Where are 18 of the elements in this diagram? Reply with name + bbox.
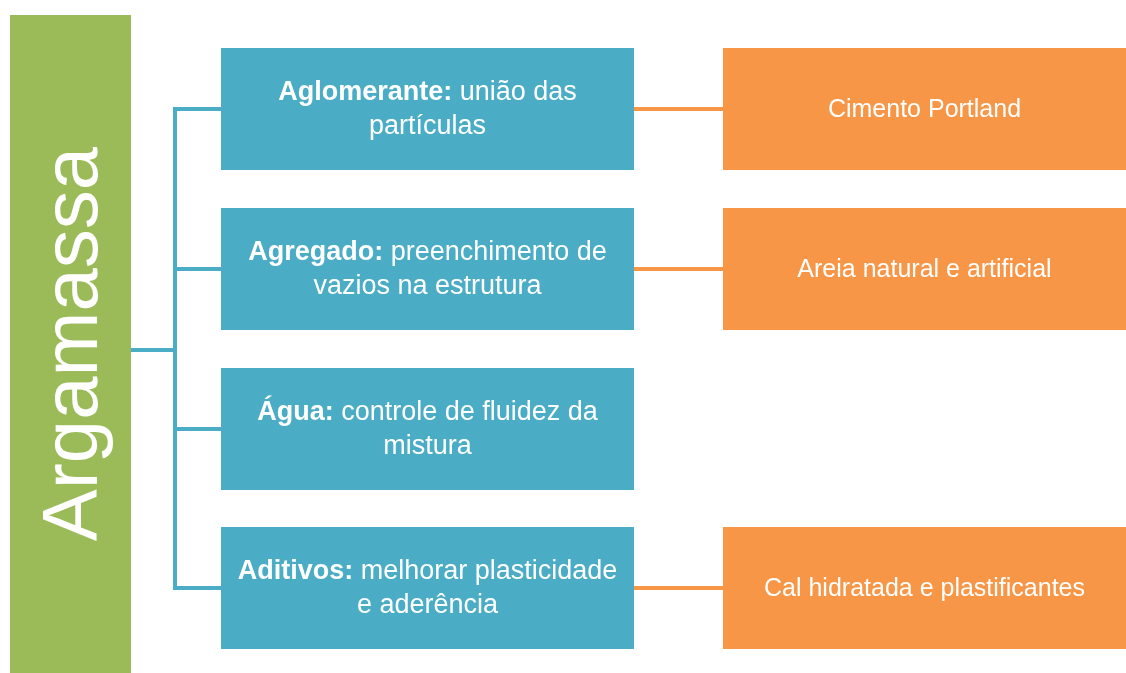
box-text: Água: controle de fluidez da mistura [256,395,599,462]
component-box [221,208,634,330]
connector-line [634,267,723,271]
box-text: Aditivos: melhorar plasticidade e aderência [236,554,619,621]
box-text: Aglomerante: união das partículas [277,75,578,142]
material-box [723,48,1126,170]
material-box [723,208,1126,330]
box-text: Areia natural e artificial [796,253,1053,285]
component-box [221,48,634,170]
material-box [723,527,1126,649]
title-bar [10,15,131,673]
component-box [221,527,634,649]
box-text: Cimento Portland [826,93,1023,125]
connector-line [634,107,723,111]
component-box [221,368,634,490]
connector-line [634,586,723,590]
box-text: Agregado: preenchimento de vazios na estrutura [247,235,608,302]
box-text: Cal hidratada e plastificantes [763,572,1086,604]
